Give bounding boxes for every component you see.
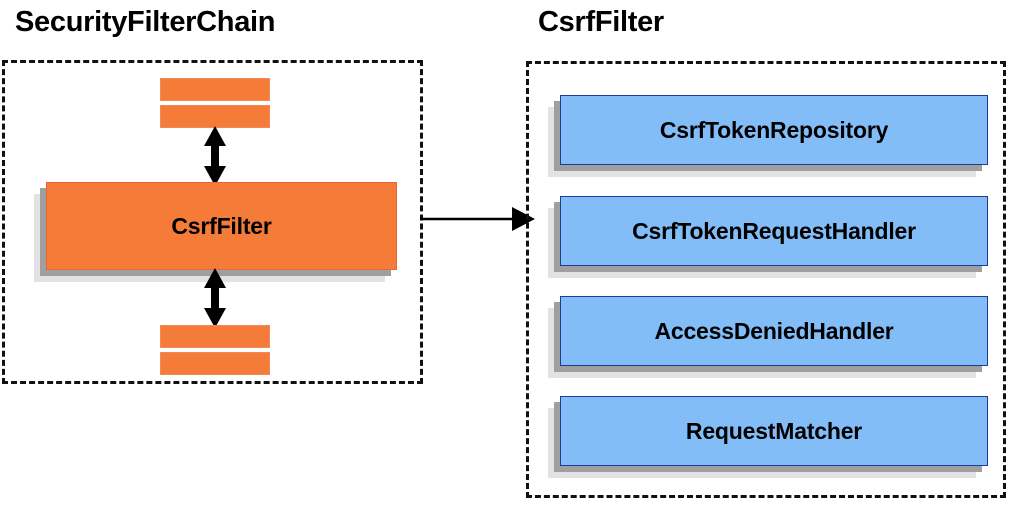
card-face: AccessDeniedHandler (560, 296, 988, 366)
component-card-label: RequestMatcher (685, 417, 863, 444)
component-card-csrf-token-repository: CsrfTokenRepository (548, 95, 988, 177)
component-card-csrf-token-request-handler: CsrfTokenRequestHandler (548, 196, 988, 278)
component-card-access-denied-handler: AccessDeniedHandler (548, 296, 988, 378)
page-title-csrf-filter: CsrfFilter (538, 6, 664, 38)
arrow-right-icon (420, 206, 535, 232)
filter-slab-bottom-2 (160, 352, 270, 375)
card-face: CsrfTokenRequestHandler (560, 196, 988, 266)
filter-slab-bottom-1 (160, 325, 270, 348)
page-title-security-filter-chain: SecurityFilterChain (15, 6, 276, 38)
csrf-filter-block: CsrfFilter (34, 182, 397, 282)
double-arrow-up-icon (200, 126, 230, 186)
double-arrow-down-icon (200, 268, 230, 328)
csrf-filter-detail-panel (526, 61, 1006, 498)
component-card-request-matcher: RequestMatcher (548, 396, 988, 478)
filter-slab-top-1 (160, 78, 270, 101)
card-face: CsrfTokenRepository (560, 95, 988, 165)
csrf-filter-block-label: CsrfFilter (171, 212, 272, 239)
component-card-label: CsrfTokenRepository (659, 116, 889, 143)
card-face: CsrfFilter (46, 182, 397, 270)
security-filter-chain-panel (2, 60, 423, 384)
component-card-label: CsrfTokenRequestHandler (632, 217, 916, 244)
filter-slab-top-2 (160, 105, 270, 128)
card-face: RequestMatcher (560, 396, 988, 466)
component-card-label: AccessDeniedHandler (654, 317, 894, 344)
